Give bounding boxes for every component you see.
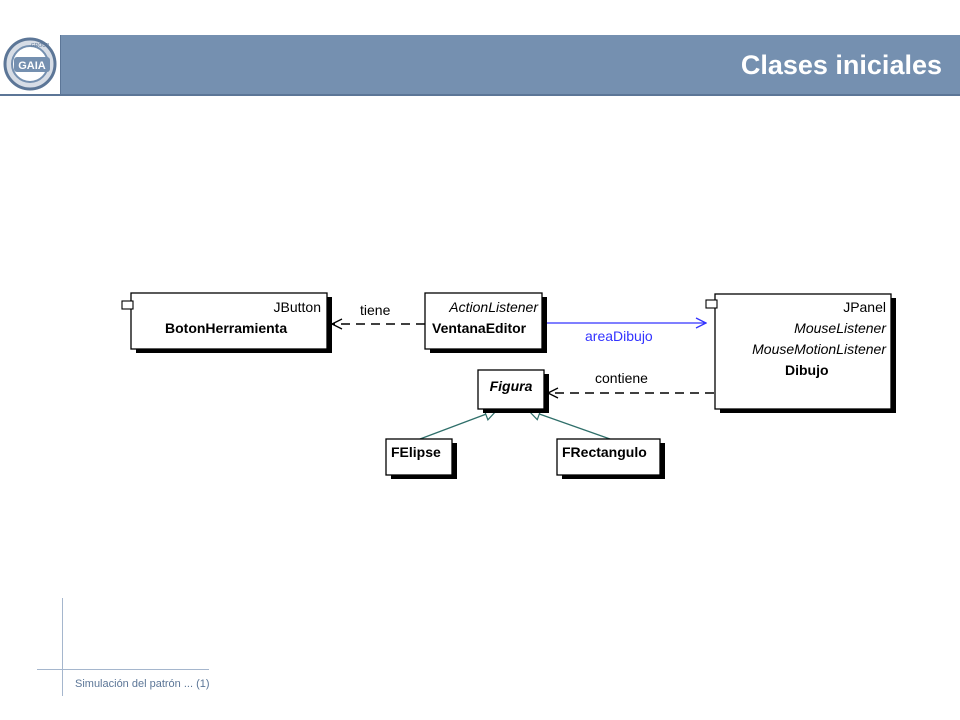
generalization-frect-line <box>528 410 611 440</box>
class-name: Dibujo <box>785 362 829 378</box>
logo-small-text: GROUP <box>31 43 50 49</box>
footer-caption: Simulación del patrón ... (1) <box>75 678 210 690</box>
class-interface: ActionListener <box>448 299 539 315</box>
logo-text: GAIA <box>18 60 46 72</box>
component-port-icon <box>705 299 718 309</box>
class-stereotype: JButton <box>274 299 321 315</box>
class-name: Figura <box>490 378 533 394</box>
class-botonherramienta: JButton BotonHerramienta <box>121 292 332 353</box>
class-figura: Figura <box>477 369 549 413</box>
footer-divider-horizontal <box>37 669 209 670</box>
class-name: BotonHerramienta <box>165 320 287 336</box>
class-name: FRectangulo <box>562 444 647 460</box>
component-port-icon <box>121 300 134 310</box>
footer-divider-vertical <box>62 598 63 696</box>
header-bar <box>0 35 960 96</box>
class-interface: MouseMotionListener <box>752 341 887 357</box>
relation-contiene-label: contiene <box>595 370 648 386</box>
class-name: FElipse <box>391 444 441 460</box>
class-superclass: JPanel <box>843 299 886 315</box>
class-name: VentanaEditor <box>432 320 527 336</box>
generalization-felipse-line <box>419 410 497 440</box>
class-interface: MouseListener <box>794 320 887 336</box>
relation-areadibujo-label: areaDibujo <box>585 328 653 344</box>
relation-tiene-label: tiene <box>360 302 391 318</box>
class-frectangulo: FRectangulo <box>556 438 665 479</box>
slide-title: Clases iniciales <box>740 50 942 80</box>
class-felipse: FElipse <box>385 438 457 479</box>
class-dibujo: JPanel MouseListener MouseMotionListener… <box>705 293 896 413</box>
class-ventanaeditor: ActionListener VentanaEditor <box>424 292 547 353</box>
gaia-logo: GAIA GROUP <box>0 35 61 94</box>
